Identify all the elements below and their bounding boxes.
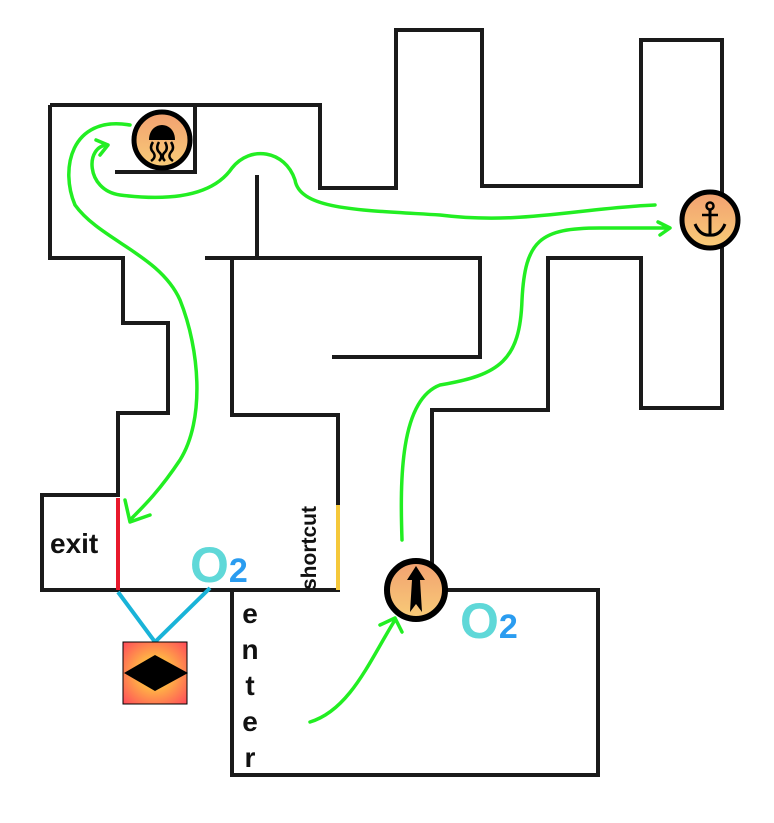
inner-wall-middle <box>205 256 482 359</box>
enter-letter: t <box>245 670 255 701</box>
route-jellyfish-to-exit <box>67 122 199 524</box>
oxygen-label-exit: O2 <box>190 536 248 594</box>
enter-room-wall <box>230 588 600 777</box>
maze-walls <box>40 28 724 777</box>
enter-letter: e <box>242 598 258 629</box>
oxygen-symbol: O <box>190 537 229 593</box>
route-enter-to-arrow <box>308 616 404 724</box>
inner-wall-shortcut-room <box>230 258 340 505</box>
enter-letter: n <box>241 634 259 665</box>
route-arrow-to-anchor <box>399 220 672 542</box>
oxygen-connector <box>116 586 212 646</box>
shortcut-label: shortcut <box>298 506 321 590</box>
enter-label: e n t e r <box>238 596 262 776</box>
arrow-up-icon <box>384 558 448 622</box>
oxygen-symbol: O <box>460 593 499 649</box>
enter-letter: e <box>242 706 258 737</box>
route-paths <box>67 122 672 724</box>
anchor-icon <box>679 189 741 251</box>
outer-wall-top <box>50 28 724 195</box>
jellyfish-icon <box>131 109 193 171</box>
outer-wall-left <box>48 105 170 497</box>
outer-wall-right <box>430 245 724 565</box>
oxygen-subscript: 2 <box>228 552 248 590</box>
oxygen-subscript: 2 <box>498 608 518 646</box>
jellyfish-alcove-wall <box>115 105 197 174</box>
exit-room-wall <box>40 493 340 592</box>
diamond-tile-icon <box>122 641 188 705</box>
oxygen-label-enter: O2 <box>460 592 518 650</box>
exit-label: exit <box>50 528 99 559</box>
route-anchor-to-jellyfish <box>90 138 657 220</box>
enter-letter: r <box>244 742 256 773</box>
